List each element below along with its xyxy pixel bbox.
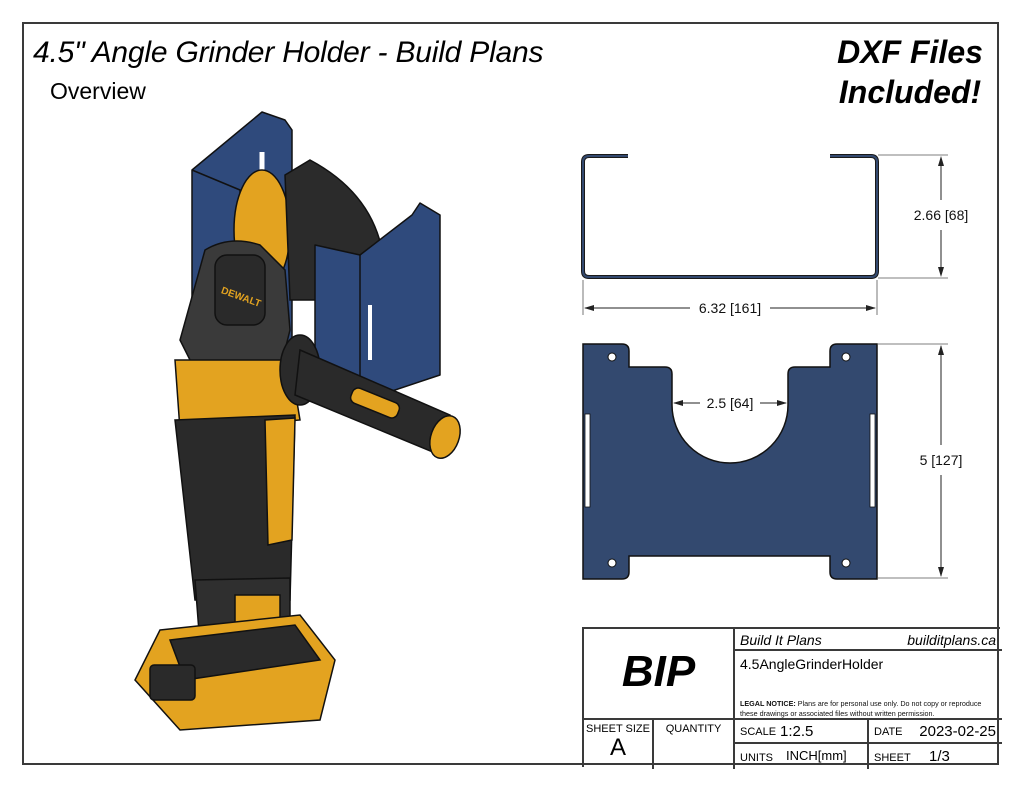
page-subtitle: Overview xyxy=(50,78,146,104)
top-view: 2.66 [68] 6.32 [161] xyxy=(581,154,969,316)
legal-notice-label: LEGAL NOTICE: xyxy=(740,699,796,708)
title-block: BIP Build It Plans builditplans.ca 4.5An… xyxy=(582,627,1002,769)
grinder-holder-render: DEWALT xyxy=(134,111,461,731)
sheet-number-cell: SHEET 1/3 xyxy=(869,744,1002,769)
logo-cell: BIP xyxy=(584,629,735,720)
quantity-label: QUANTITY xyxy=(665,723,722,735)
units-label: UNITS xyxy=(740,752,773,764)
date-label: DATE xyxy=(874,726,903,738)
page-title: 4.5" Angle Grinder Holder - Build Plans xyxy=(33,36,544,69)
dxf-badge-line1: DXF Files xyxy=(837,34,983,70)
front-view: 2.5 [64] 5 [127] xyxy=(582,343,963,580)
company-row: Build It Plans builditplans.ca xyxy=(735,629,1002,651)
date-cell: DATE 2023-02-25 xyxy=(869,720,1002,744)
orthographic-views: 2.66 [68] 6.32 [161] 2.5 [64] 5 [127] xyxy=(581,154,969,580)
drawing-sheet-border xyxy=(22,22,999,765)
top-view-height-dim: 2.66 [68] xyxy=(914,207,969,223)
sheet-size-value: A xyxy=(609,734,626,761)
legal-notice: LEGAL NOTICE: Plans are for personal use… xyxy=(740,699,998,719)
grinder-head: DEWALT xyxy=(174,240,301,431)
company-name: Build It Plans xyxy=(740,632,822,648)
bip-logo: BIP xyxy=(621,647,696,696)
legal-notice-text: Plans are for personal use only. Do not … xyxy=(740,699,982,718)
quantity-cell: QUANTITY xyxy=(654,720,735,769)
top-view-width-dim: 6.32 [161] xyxy=(699,300,761,316)
dxf-badge: DXF Files Included! xyxy=(830,32,990,112)
scale-cell: SCALE 1:2.5 xyxy=(735,720,869,744)
side-handle xyxy=(279,334,461,459)
company-website: builditplans.ca xyxy=(907,632,996,648)
sheet-value: 1/3 xyxy=(929,748,950,765)
front-view-cutout-dim: 2.5 [64] xyxy=(707,395,754,411)
sheet-label: SHEET xyxy=(874,752,911,764)
battery-pack xyxy=(134,614,336,731)
dxf-badge-line2: Included! xyxy=(838,74,982,110)
sheet-size-label: SHEET SIZE xyxy=(586,723,650,735)
date-value: 2023-02-25 xyxy=(919,723,996,740)
front-view-height-dim: 5 [127] xyxy=(920,452,963,468)
sheet-size-cell: SHEET SIZE A xyxy=(584,720,654,769)
scale-label: SCALE xyxy=(740,726,777,738)
part-info-cell: 4.5AngleGrinderHolder LEGAL NOTICE: Plan… xyxy=(735,651,1002,720)
units-cell: UNITS INCH[mm] xyxy=(735,744,869,769)
grinder-body xyxy=(174,414,296,646)
units-value: INCH[mm] xyxy=(786,748,847,763)
scale-value: 1:2.5 xyxy=(780,723,814,740)
part-name: 4.5AngleGrinderHolder xyxy=(740,656,884,672)
